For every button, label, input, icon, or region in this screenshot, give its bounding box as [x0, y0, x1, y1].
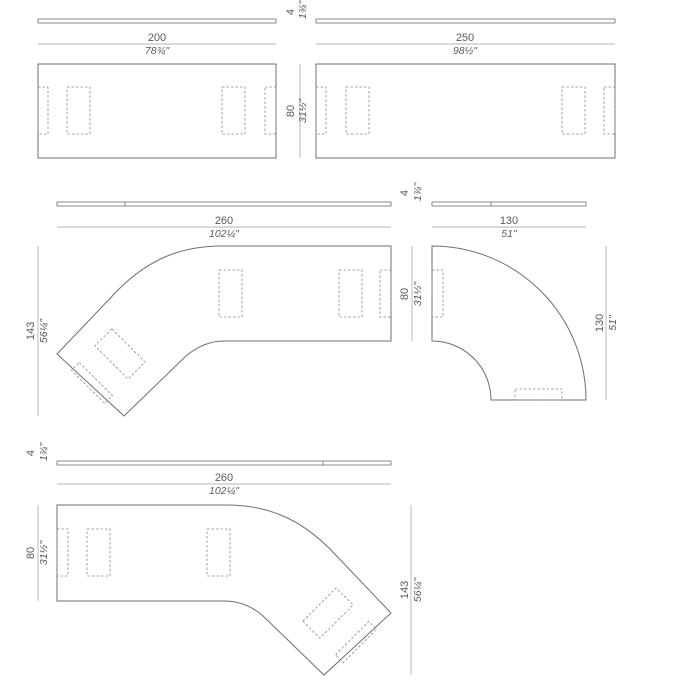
quarter-round-leg: [514, 388, 563, 401]
table-200-side-view: [37, 18, 277, 24]
curved-right-drawing: 4 1¾" 260 102¼" 80 31½" 143 56¼": [25, 442, 424, 676]
curved-left-side-view: [56, 201, 392, 207]
table-200-width-in: 78¾": [145, 45, 170, 57]
table-250-side-view: [315, 18, 616, 24]
curved-right-width-in: 102¼": [209, 485, 240, 497]
table-200-drawing: 200 78¾": [37, 18, 277, 159]
curved-left-thickness-in: 1¾": [412, 182, 424, 202]
curved-left-leg: [379, 269, 392, 318]
quarter-round-drawing: 130 51" 130 51": [431, 201, 619, 401]
table-250-leg: [561, 86, 586, 135]
curved-left-depth-in: 31½": [412, 281, 424, 306]
curved-right-leg: [206, 528, 231, 577]
table-200-width-cm: 200: [148, 32, 166, 44]
table-250-width-in: 98½": [453, 45, 478, 57]
curved-right-leg: [56, 528, 69, 577]
middle-thickness-label: 4 1¾": [399, 182, 424, 202]
table-250-width-cm: 250: [456, 32, 474, 44]
table-250-leg: [315, 86, 327, 135]
quarter-round-height-cm: 130: [594, 314, 606, 332]
table-200-leg: [66, 86, 91, 135]
quarter-round-top-view: [431, 245, 587, 401]
curved-right-thickness-cm: 4: [25, 450, 37, 456]
table-200-top-view: [37, 63, 277, 159]
curved-right-thickness-in: 1¾": [38, 442, 50, 462]
table-thickness-in: 1¾": [297, 0, 309, 19]
table-200-leg: [37, 86, 49, 135]
table-thickness-label: 4 1¾": [285, 0, 309, 19]
curved-left-height-cm: 143: [25, 322, 37, 340]
table-depth-cm: 80: [285, 105, 297, 117]
table-200-leg: [264, 86, 277, 135]
quarter-round-width-cm: 130: [500, 215, 518, 227]
table-250-leg: [603, 86, 616, 135]
curved-left-width-in: 102¼": [209, 228, 240, 240]
curved-left-leg: [338, 269, 363, 318]
table-thickness-cm: 4: [285, 9, 297, 15]
curved-left-height-in: 56¼": [38, 318, 50, 343]
curved-left-drawing: 260 102¼" 143 56¼": [25, 201, 392, 417]
curved-right-depth-cm: 80: [25, 547, 37, 559]
curved-right-width-cm: 260: [215, 472, 233, 484]
quarter-round-height-in: 51": [607, 314, 619, 331]
quarter-round-side-view: [431, 201, 587, 207]
table-200-leg: [221, 86, 246, 135]
middle-depth-label: 80 31½": [399, 246, 424, 341]
table-depth-in: 31½": [297, 98, 309, 123]
curved-right-leg: [302, 587, 354, 639]
quarter-round-width-in: 51": [501, 228, 518, 240]
curved-right-height-cm: 143: [399, 581, 411, 599]
curved-right-top-view: [56, 504, 392, 676]
curved-right-side-view: [56, 460, 392, 466]
curved-left-leg: [70, 361, 114, 405]
table-depth-label: 80 31½": [285, 64, 309, 158]
curved-left-depth-cm: 80: [399, 288, 411, 300]
table-250-top-view: [315, 63, 616, 159]
curved-right-leg: [86, 528, 111, 577]
curved-right-height-in: 56¼": [412, 577, 424, 602]
quarter-round-leg: [431, 269, 444, 318]
table-250-drawing: 250 98½": [315, 18, 616, 159]
table-250-leg: [345, 86, 370, 135]
curved-left-leg: [218, 269, 243, 318]
curved-left-top-view: [56, 245, 392, 417]
curved-left-thickness-cm: 4: [399, 190, 411, 196]
curved-right-depth-in: 31½": [38, 540, 50, 565]
curved-left-width-cm: 260: [215, 215, 233, 227]
curved-right-leg: [334, 620, 378, 664]
